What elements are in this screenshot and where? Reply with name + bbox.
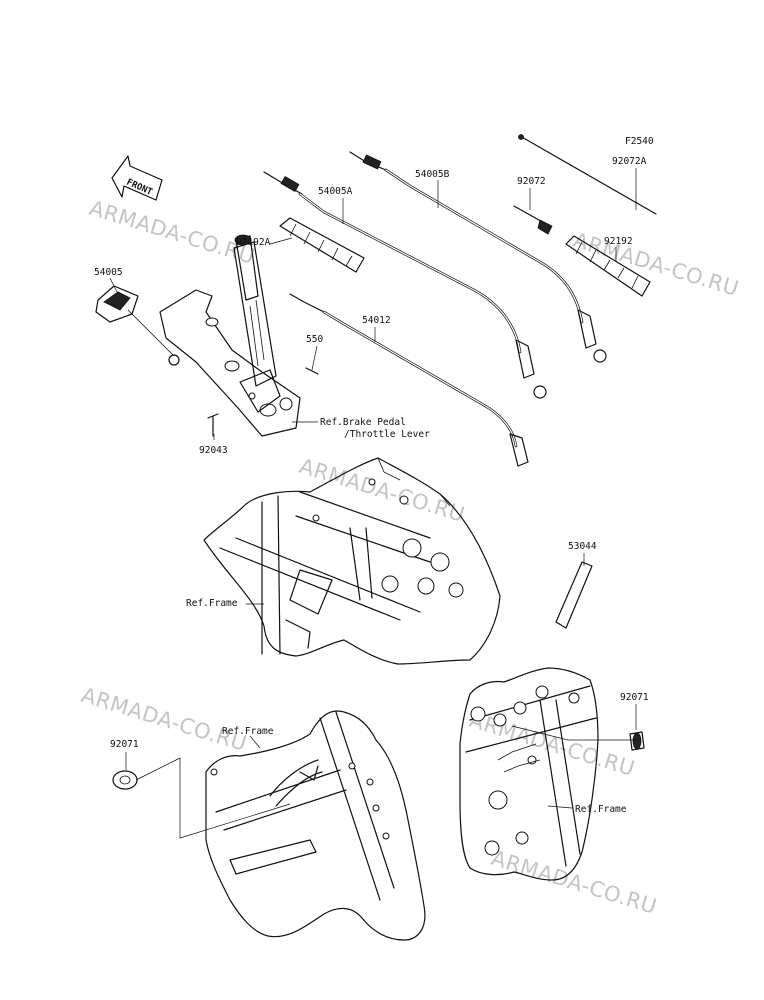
brake-lever-assembly: [159, 234, 301, 437]
cable-54005b: [349, 151, 607, 363]
label-54005: 54005: [94, 267, 123, 278]
tie-92072: [513, 205, 553, 235]
label-54012: 54012: [362, 315, 391, 326]
watermarks: ARMADA-CO.RU ARMADA-CO.RU ARMADA-CO.RU A…: [79, 196, 742, 919]
figure-code: F2540: [625, 136, 654, 147]
label-54005b: 54005B: [415, 169, 450, 180]
grip-92192: [565, 235, 651, 297]
ref-frame-bottom-left: Ref.Frame: [222, 726, 274, 737]
front-arrow-label: FRONT: [125, 178, 154, 198]
watermark: ARMADA-CO.RU: [79, 683, 250, 756]
grommet-92071-right: [629, 731, 645, 751]
label-92072: 92072: [517, 176, 546, 187]
reference-labels: Ref.Brake Pedal /Throttle Lever Ref.Fram…: [186, 417, 627, 815]
label-92072a: 92072A: [612, 156, 647, 167]
label-53044: 53044: [568, 541, 597, 552]
frame-middle: [203, 457, 501, 665]
ref-frame-bottom-right: Ref.Frame: [575, 804, 627, 815]
watermark: ARMADA-CO.RU: [297, 454, 468, 527]
label-92043: 92043: [199, 445, 228, 456]
ref-throttle-lever: /Throttle Lever: [344, 429, 430, 440]
label-92071-right: 92071: [620, 692, 649, 703]
part-53044: [555, 561, 593, 629]
watermark: ARMADA-CO.RU: [87, 196, 258, 269]
cable-54012: [289, 293, 529, 467]
label-550: 550: [306, 334, 323, 345]
part-54005: [95, 285, 180, 366]
label-92071-left: 92071: [110, 739, 139, 750]
frame-bottom-left: [205, 710, 426, 941]
frame-bottom-right: [459, 667, 599, 881]
watermark: ARMADA-CO.RU: [489, 846, 660, 919]
leader-lines: [109, 168, 637, 839]
grip-92192a: [279, 217, 365, 273]
cable-54005a: [263, 171, 547, 399]
label-92192a: 92192A: [236, 237, 271, 248]
pin-550: [305, 367, 319, 375]
grommet-92071-left: [112, 770, 138, 790]
tie-92072a: [518, 134, 657, 215]
label-54005a: 54005A: [318, 186, 353, 197]
ref-brake-pedal: Ref.Brake Pedal: [320, 417, 406, 428]
label-92192: 92192: [604, 236, 633, 247]
ref-frame-mid: Ref.Frame: [186, 598, 238, 609]
part-labels: 92072A 92072 92192 54005B 54005A 92192A …: [94, 156, 649, 750]
watermark: ARMADA-CO.RU: [467, 708, 638, 781]
front-arrow-icon: FRONT: [111, 155, 163, 201]
